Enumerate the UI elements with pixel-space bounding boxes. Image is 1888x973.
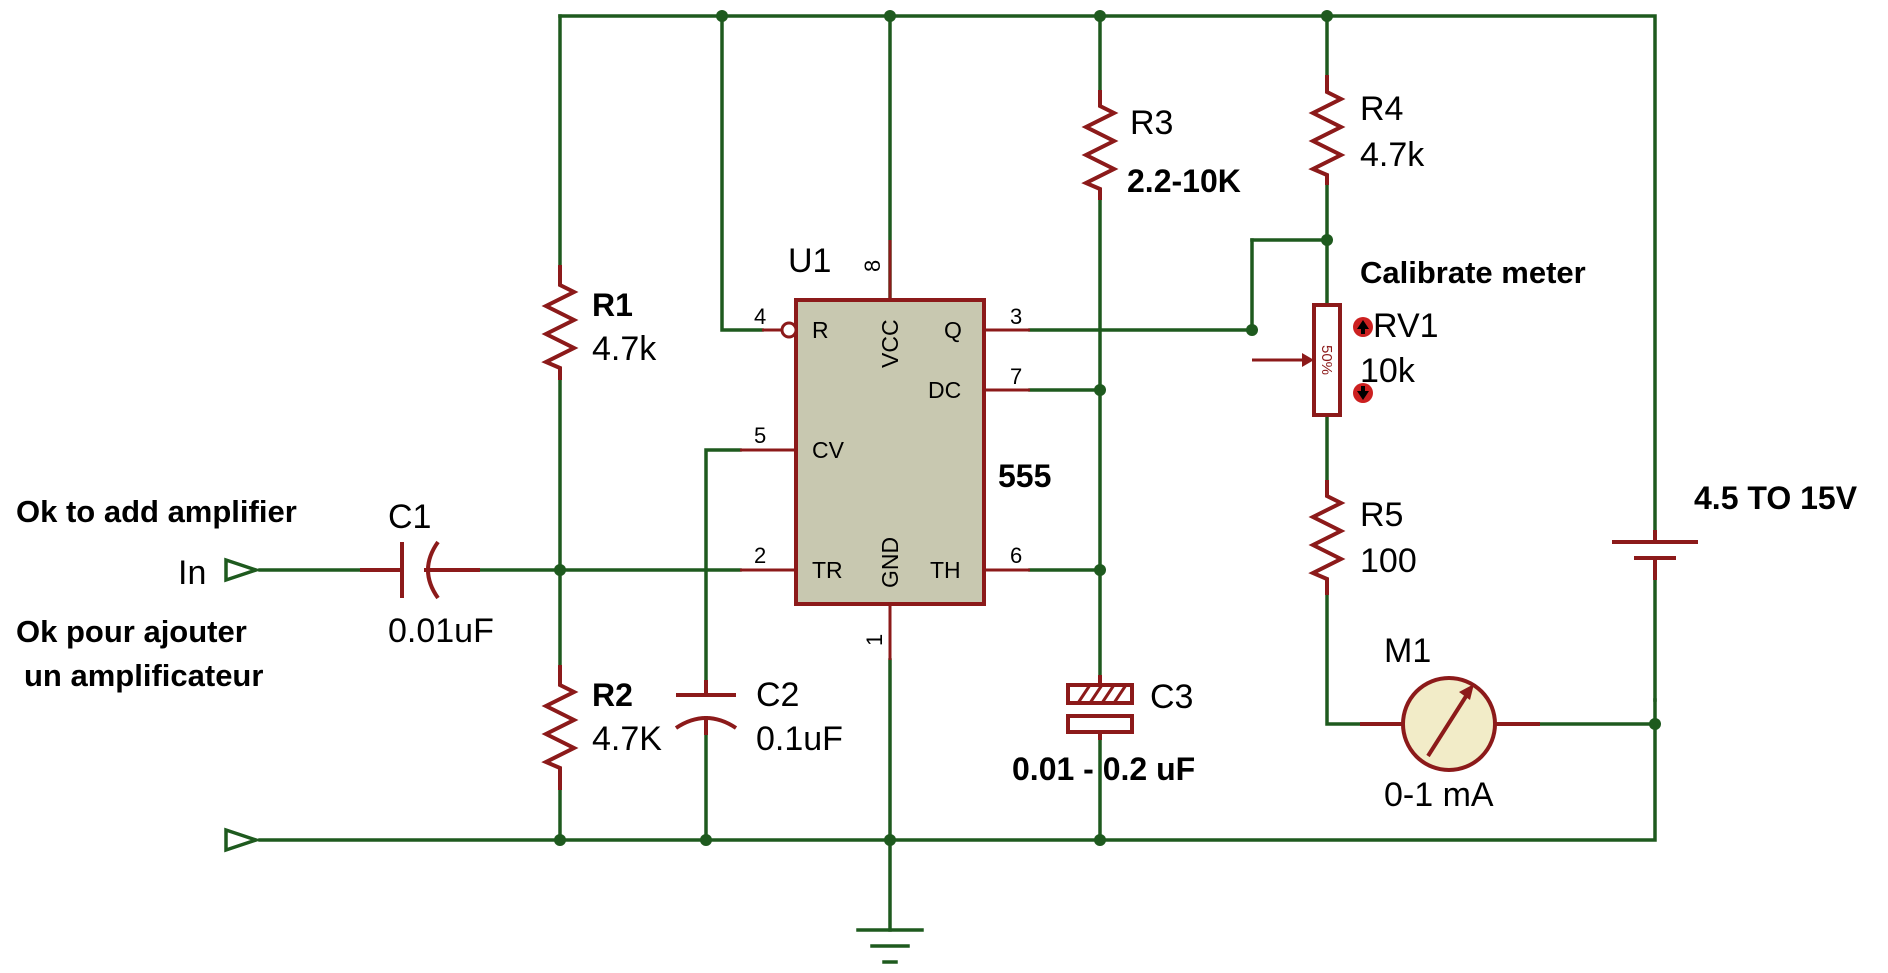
pin-number-trigger: 2 [754, 543, 766, 568]
pin-name-discharge: DC [928, 377, 961, 403]
calibrate-note: Calibrate meter [1360, 255, 1586, 290]
pin-number-reset: 4 [754, 304, 766, 329]
junction-dot [1321, 234, 1333, 246]
amplifier-note-fr-line1: Ok pour ajouter [16, 614, 247, 649]
amplifier-note-en: Ok to add amplifier [16, 494, 297, 529]
junction-dot [1649, 718, 1661, 730]
pin-name-control: CV [812, 437, 845, 463]
junctions [554, 10, 1661, 846]
c3-value: 0.01 - 0.2 uF [1012, 751, 1195, 787]
junction-dot [1321, 10, 1333, 22]
junction-dot [1094, 834, 1106, 846]
junction-dot [1094, 384, 1106, 396]
resistor-r3[interactable]: R3 2.2-10K [1081, 90, 1241, 200]
pin-name-vcc: VCC [877, 319, 903, 368]
c2-ref: C2 [756, 676, 799, 714]
rv1-setting: 50% [1318, 345, 1335, 375]
wiper-arrow [1302, 353, 1314, 367]
ic-ref: U1 [788, 242, 831, 280]
potentiometer-rv1[interactable]: 50% RV1 10k [1252, 303, 1439, 417]
battery[interactable]: 4.5 TO 15V [1612, 480, 1858, 580]
pin-number-control: 5 [754, 423, 766, 448]
m1-value: 0-1 mA [1384, 776, 1494, 814]
r1-value: 4.7k [592, 330, 657, 368]
pin-name-ground: GND [877, 537, 903, 588]
ic-body [794, 298, 986, 606]
pin-number-threshold: 6 [1010, 543, 1022, 568]
reset-inversion-bubble [780, 321, 798, 339]
junction-dot [1094, 10, 1106, 22]
capacitor-c3[interactable]: C3 0.01 - 0.2 uF [1012, 675, 1195, 787]
input-terminal[interactable]: In [178, 554, 262, 592]
rv1-ref: RV1 [1373, 307, 1439, 345]
pin-number-vcc: 8 [860, 260, 885, 272]
junction-dot [1094, 564, 1106, 576]
battery-value: 4.5 TO 15V [1694, 480, 1858, 516]
r3-ref: R3 [1130, 104, 1173, 142]
c3-ref: C3 [1150, 678, 1193, 716]
capacitor-c2[interactable]: C2 0.1uF [674, 676, 843, 758]
resistor-r2[interactable]: R2 4.7K [541, 665, 662, 790]
pin-name-trigger: TR [812, 557, 843, 583]
r5-ref: R5 [1360, 496, 1403, 534]
ic-value: 555 [998, 458, 1051, 494]
ground-terminal[interactable] [224, 827, 262, 853]
resistor-r1[interactable]: R1 4.7k [541, 265, 657, 380]
junction-dot [554, 834, 566, 846]
r3-value: 2.2-10K [1127, 163, 1241, 199]
junction-dot [700, 834, 712, 846]
junction-dot [884, 834, 896, 846]
pin-name-threshold: TH [930, 557, 961, 583]
r5-value: 100 [1360, 542, 1417, 580]
pin-name-reset: R [812, 317, 829, 343]
junction-dot [1246, 324, 1258, 336]
r2-ref: R2 [592, 677, 633, 713]
amplifier-note-fr-line2: un amplificateur [24, 658, 263, 693]
pin-number-output: 3 [1010, 304, 1022, 329]
r4-value: 4.7k [1360, 136, 1425, 174]
r1-ref: R1 [592, 287, 633, 323]
ground-symbol [856, 928, 924, 964]
m1-ref: M1 [1384, 632, 1431, 670]
r2-value: 4.7K [592, 720, 662, 758]
pin-name-output: Q [944, 317, 962, 343]
capacitor-c1[interactable]: C1 0.01uF [360, 498, 494, 650]
c2-value: 0.1uF [756, 720, 843, 758]
r4-ref: R4 [1360, 90, 1403, 128]
meter-m1[interactable]: M1 0-1 mA [1360, 632, 1540, 814]
resistor-r4[interactable]: R4 4.7k [1308, 75, 1425, 185]
junction-dot [884, 10, 896, 22]
input-label: In [178, 554, 206, 592]
rv1-value: 10k [1360, 352, 1416, 390]
resistor-r5[interactable]: R5 100 [1308, 480, 1417, 595]
pin-number-ground: 1 [862, 634, 887, 646]
pin-number-discharge: 7 [1010, 364, 1022, 389]
junction-dot [716, 10, 728, 22]
c1-value: 0.01uF [388, 612, 494, 650]
junction-dot [554, 564, 566, 576]
ic-555[interactable]: U1 555 4 5 2 3 7 6 8 1 R CV TR Q DC TH V… [740, 240, 1051, 660]
c1-ref: C1 [388, 498, 431, 536]
